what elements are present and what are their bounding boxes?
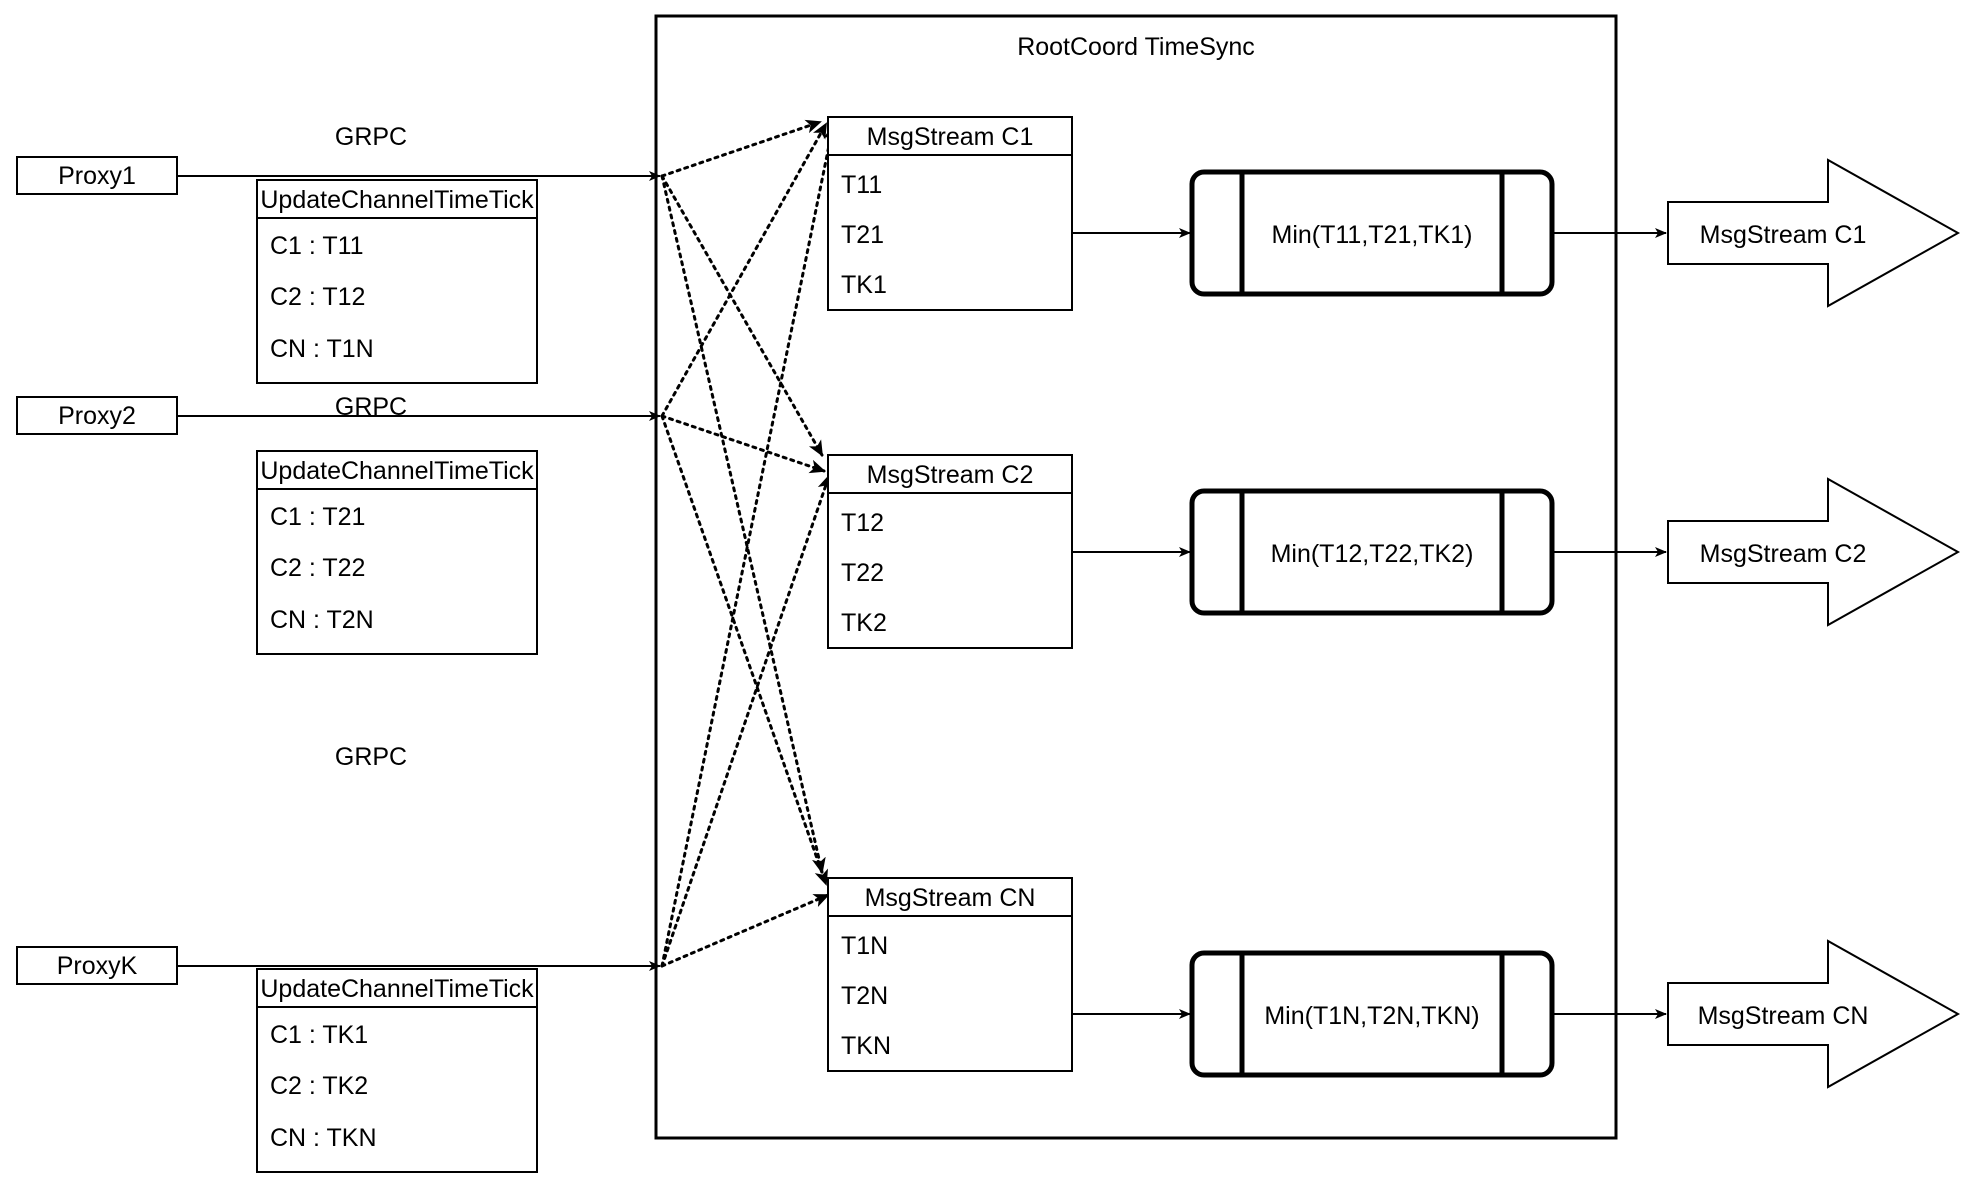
proxy-label-1: Proxy1 [58, 162, 136, 190]
fanout-pk-c2 [660, 474, 832, 968]
rootcoord-timesync-container [654, 14, 1618, 1140]
fanout-p2-c2 [660, 414, 826, 474]
fanout-p1-c1 [660, 119, 822, 178]
msgstream-row-1-0: T11 [841, 171, 882, 199]
msgstream-row-1-2: TK1 [841, 271, 887, 299]
update-channel-timetick-table-2 [256, 450, 538, 655]
table-header-3: UpdateChannelTimeTick [260, 975, 534, 1003]
msgstream-row-2-0: T12 [841, 509, 884, 537]
msgstream-row-2-1: T22 [841, 559, 884, 587]
fanout-p2-cn [660, 414, 828, 886]
table-header-2: UpdateChannelTimeTick [260, 457, 534, 485]
msgstream-row-3-1: T2N [841, 982, 888, 1010]
table-row-1-0: C1 : T11 [270, 232, 364, 260]
table-row-2-1: C2 : T22 [270, 554, 365, 582]
msgstream-header-1: MsgStream C1 [867, 123, 1034, 151]
proxy-box-1[interactable] [16, 156, 178, 195]
msgstream-box-1 [827, 116, 1073, 311]
min-label-1: Min(T11,T21,TK1) [1272, 221, 1473, 249]
rootcoord-timesync-title: RootCoord TimeSync [1017, 33, 1255, 61]
min-label-3: Min(T1N,T2N,TKN) [1264, 1002, 1479, 1030]
table-row-3-1: C2 : TK2 [270, 1072, 368, 1100]
proxy-label-2: Proxy2 [58, 402, 136, 430]
fanout-pk-c1 [660, 124, 838, 968]
msgstream-box-2 [827, 454, 1073, 649]
table-header-1: UpdateChannelTimeTick [260, 186, 534, 214]
table-row-1-1: C2 : T12 [270, 283, 365, 311]
msgstream-row-3-2: TKN [841, 1032, 891, 1060]
output-label-3: MsgStream CN [1698, 1002, 1869, 1030]
update-channel-timetick-table-3 [256, 968, 538, 1173]
table-row-2-0: C1 : T21 [270, 503, 365, 531]
output-arrow-1 [1667, 158, 1961, 308]
grpc-label-3: GRPC [335, 743, 407, 771]
update-channel-timetick-table-1 [256, 179, 538, 384]
proxy-label-3: ProxyK [57, 952, 138, 980]
output-label-1: MsgStream C1 [1700, 221, 1867, 249]
msgstream-row-2-2: TK2 [841, 609, 887, 637]
msgstream-row-1-1: T21 [841, 221, 884, 249]
fanout-p1-cn [660, 174, 826, 874]
table-row-2-2: CN : T2N [270, 606, 374, 634]
grpc-label-1: GRPC [335, 123, 407, 151]
fanout-p1-c2 [660, 174, 824, 457]
output-arrow-2 [1667, 477, 1961, 627]
msgstream-header-2: MsgStream C2 [867, 461, 1034, 489]
fanout-pk-cn [660, 893, 830, 968]
msgstream-header-3: MsgStream CN [865, 884, 1036, 912]
table-row-3-0: C1 : TK1 [270, 1021, 368, 1049]
msgstream-row-3-0: T1N [841, 932, 888, 960]
proxy-box-2[interactable] [16, 396, 178, 435]
table-row-3-2: CN : TKN [270, 1124, 377, 1152]
fanout-p2-c1 [660, 122, 828, 418]
table-row-1-2: CN : T1N [270, 335, 374, 363]
output-arrow-3 [1667, 939, 1961, 1089]
min-label-2: Min(T12,T22,TK2) [1271, 540, 1474, 568]
proxy-box-3[interactable] [16, 946, 178, 985]
output-label-2: MsgStream C2 [1700, 540, 1867, 568]
msgstream-box-3 [827, 877, 1073, 1072]
